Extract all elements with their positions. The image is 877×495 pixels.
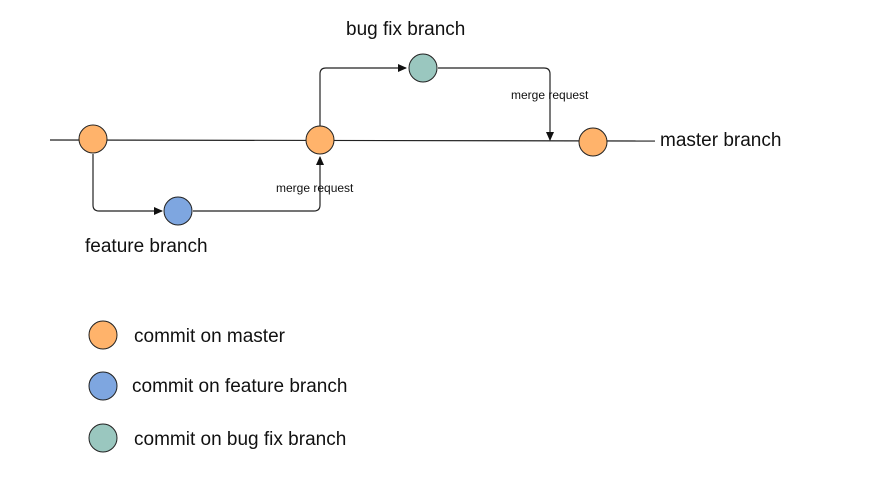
- legend-swatch-feature: [88, 371, 118, 401]
- legend-label-master: commit on master: [134, 326, 286, 347]
- legend: commit on master commit on feature branc…: [88, 320, 347, 453]
- legend-swatch-master: [88, 320, 118, 350]
- master-commit-3: [578, 127, 608, 157]
- feature-commit: [163, 196, 193, 226]
- legend-label-bugfix: commit on bug fix branch: [134, 429, 346, 450]
- legend-item-feature: commit on feature branch: [88, 371, 347, 401]
- merge-request-feature-label: merge request: [276, 181, 354, 195]
- feature-branch-edge: [92, 154, 163, 215]
- merge-request-feature-edge: [193, 156, 324, 212]
- master-commit-1: [78, 124, 108, 154]
- legend-item-master: commit on master: [88, 320, 286, 350]
- bugfix-branch-edge: [319, 64, 407, 126]
- bug-fix-branch-label: bug fix branch: [346, 19, 465, 40]
- merge-request-bugfix-label: merge request: [511, 88, 589, 102]
- feature-branch-label: feature branch: [85, 236, 208, 257]
- master-branch-line: [49, 139, 656, 142]
- bugfix-commit: [408, 53, 438, 83]
- merge-request-bugfix-edge: [438, 67, 554, 141]
- legend-swatch-bugfix: [88, 423, 118, 453]
- master-branch-label: master branch: [660, 130, 781, 151]
- legend-item-bugfix: commit on bug fix branch: [88, 423, 346, 453]
- legend-label-feature: commit on feature branch: [132, 376, 347, 397]
- master-commit-2: [305, 125, 335, 155]
